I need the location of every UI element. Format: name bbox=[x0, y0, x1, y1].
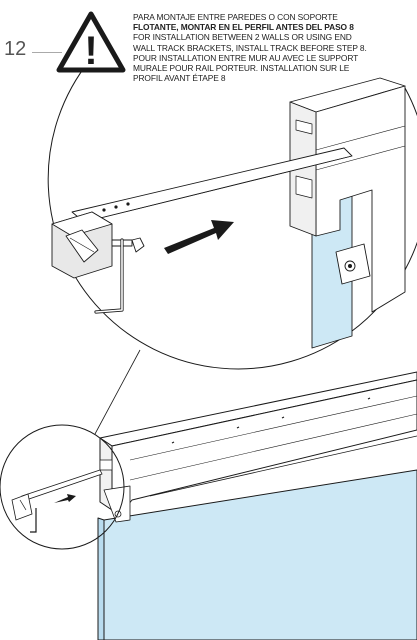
small-detail bbox=[0, 349, 141, 550]
glass-panel-edge bbox=[97, 517, 105, 640]
instruction-text: PARA MONTAJE ENTRE PAREDES O CON SOPORTE… bbox=[133, 12, 415, 83]
detail-arrow bbox=[164, 220, 234, 254]
warning-triangle-icon: ! bbox=[56, 11, 126, 73]
small-detail-circle bbox=[0, 424, 125, 550]
large-detail-circle bbox=[47, 59, 417, 370]
leader-line bbox=[94, 349, 141, 435]
end-bracket-icon bbox=[11, 493, 33, 521]
step-divider bbox=[32, 52, 62, 53]
step-number: 12 bbox=[4, 38, 27, 60]
instruction-fr-1: POUR INSTALLATION ENTRE MUR AU AVEC LE S… bbox=[133, 52, 359, 63]
arrow-icon bbox=[54, 494, 76, 503]
instruction-en-2: WALL TRACK BRACKETS, INSTALL TRACK BEFOR… bbox=[133, 42, 367, 53]
detail-track-front bbox=[315, 85, 406, 313]
instruction-en-1: FOR INSTALLATION BETWEEN 2 WALLS OR USIN… bbox=[133, 32, 352, 43]
allen-key-icon bbox=[30, 508, 37, 533]
instruction-fr-3: PROFIL AVANT ÉTAPE 8 bbox=[133, 73, 226, 84]
main-view bbox=[97, 371, 417, 640]
large-detail bbox=[47, 59, 417, 370]
instruction-fr-2: MURALE POUR RAIL PORTEUR. INSTALLATION S… bbox=[133, 63, 350, 74]
instruction-es-1: PARA MONTAJE ENTRE PAREDES O CON SOPORTE bbox=[133, 12, 338, 22]
detail-track-end bbox=[289, 101, 317, 237]
instruction-es-2: FLOTANTE, MONTAR EN EL PERFIL ANTES DEL … bbox=[133, 22, 354, 33]
warning-symbol: ! bbox=[84, 29, 97, 73]
